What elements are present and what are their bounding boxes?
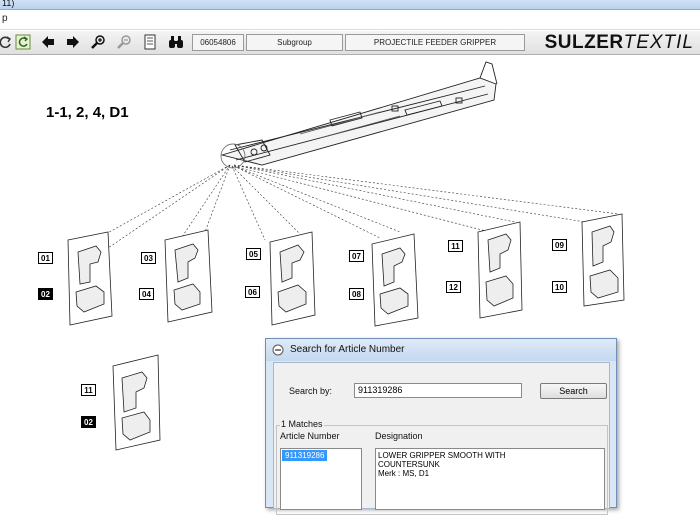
designation-line-2: COUNTERSUNK	[378, 460, 440, 469]
zoom-in-icon[interactable]	[90, 34, 106, 50]
callout-02[interactable]: 02	[38, 288, 53, 300]
menu-bar: p	[0, 10, 700, 30]
gripper-assembly	[220, 61, 498, 169]
sulzer-textil-logo: SULZERTEXTIL	[544, 32, 694, 53]
designation-text: LOWER GRIPPER SMOOTH WITH COUNTERSUNK Me…	[378, 451, 506, 478]
callout-02-lower[interactable]: 02	[81, 416, 96, 428]
callout-11[interactable]: 11	[448, 240, 463, 252]
window-title: 11)	[2, 0, 15, 8]
refresh-icon[interactable]	[0, 34, 13, 50]
matches-count: 1 Matches	[280, 419, 324, 429]
callout-03[interactable]: 03	[141, 252, 156, 264]
subgroup-field: Subgroup	[246, 34, 343, 51]
print-icon[interactable]	[142, 34, 158, 50]
leader-lines	[94, 164, 619, 249]
figure-label: 1-1, 2, 4, D1	[46, 104, 129, 121]
binoculars-icon[interactable]	[168, 34, 184, 50]
window-title-bar: 11)	[0, 0, 700, 10]
callout-04[interactable]: 04	[139, 288, 154, 300]
gripper-parts	[75, 225, 619, 441]
article-code-field: 06054806	[192, 34, 244, 51]
callout-09[interactable]: 09	[552, 239, 567, 251]
article-list[interactable]: 911319286	[280, 448, 362, 510]
group-name-field: PROJECTILE FEEDER GRIPPER	[345, 34, 525, 51]
callout-01[interactable]: 01	[38, 252, 53, 264]
zoom-out-icon[interactable]	[116, 34, 132, 50]
callout-12[interactable]: 12	[446, 281, 461, 293]
toolbar: 06054806 Subgroup PROJECTILE FEEDER GRIP…	[0, 31, 700, 55]
designation-line-1: LOWER GRIPPER SMOOTH WITH	[378, 451, 506, 460]
dialog-body: Search by: 911319286 Search 1 Matches Ar…	[273, 362, 610, 515]
callout-07[interactable]: 07	[349, 250, 364, 262]
callout-08[interactable]: 08	[349, 288, 364, 300]
callout-11-lower[interactable]: 11	[81, 384, 96, 396]
search-by-label: Search by:	[289, 386, 333, 396]
search-dialog-icon	[272, 344, 284, 356]
callout-10[interactable]: 10	[552, 281, 567, 293]
menu-item[interactable]: p	[2, 13, 8, 24]
callout-06[interactable]: 06	[245, 286, 260, 298]
designation-box: LOWER GRIPPER SMOOTH WITH COUNTERSUNK Me…	[375, 448, 605, 510]
search-button[interactable]: Search	[540, 383, 607, 399]
forward-arrow-icon[interactable]	[65, 34, 81, 50]
designation-header: Designation	[375, 431, 423, 441]
search-article-dialog: Search for Article Number Search by: 911…	[265, 338, 617, 515]
search-input[interactable]: 911319286	[354, 383, 522, 398]
article-list-item[interactable]: 911319286	[282, 450, 328, 461]
dialog-title: Search for Article Number	[290, 344, 405, 355]
dialog-title-bar[interactable]: Search for Article Number	[266, 339, 616, 361]
callout-05[interactable]: 05	[246, 248, 261, 260]
exploded-drawing	[67, 61, 625, 451]
back-arrow-icon[interactable]	[40, 34, 56, 50]
designation-line-3: Merk : MS, D1	[378, 469, 430, 478]
refresh-green-icon[interactable]	[15, 34, 31, 50]
article-number-header: Article Number	[280, 431, 340, 441]
